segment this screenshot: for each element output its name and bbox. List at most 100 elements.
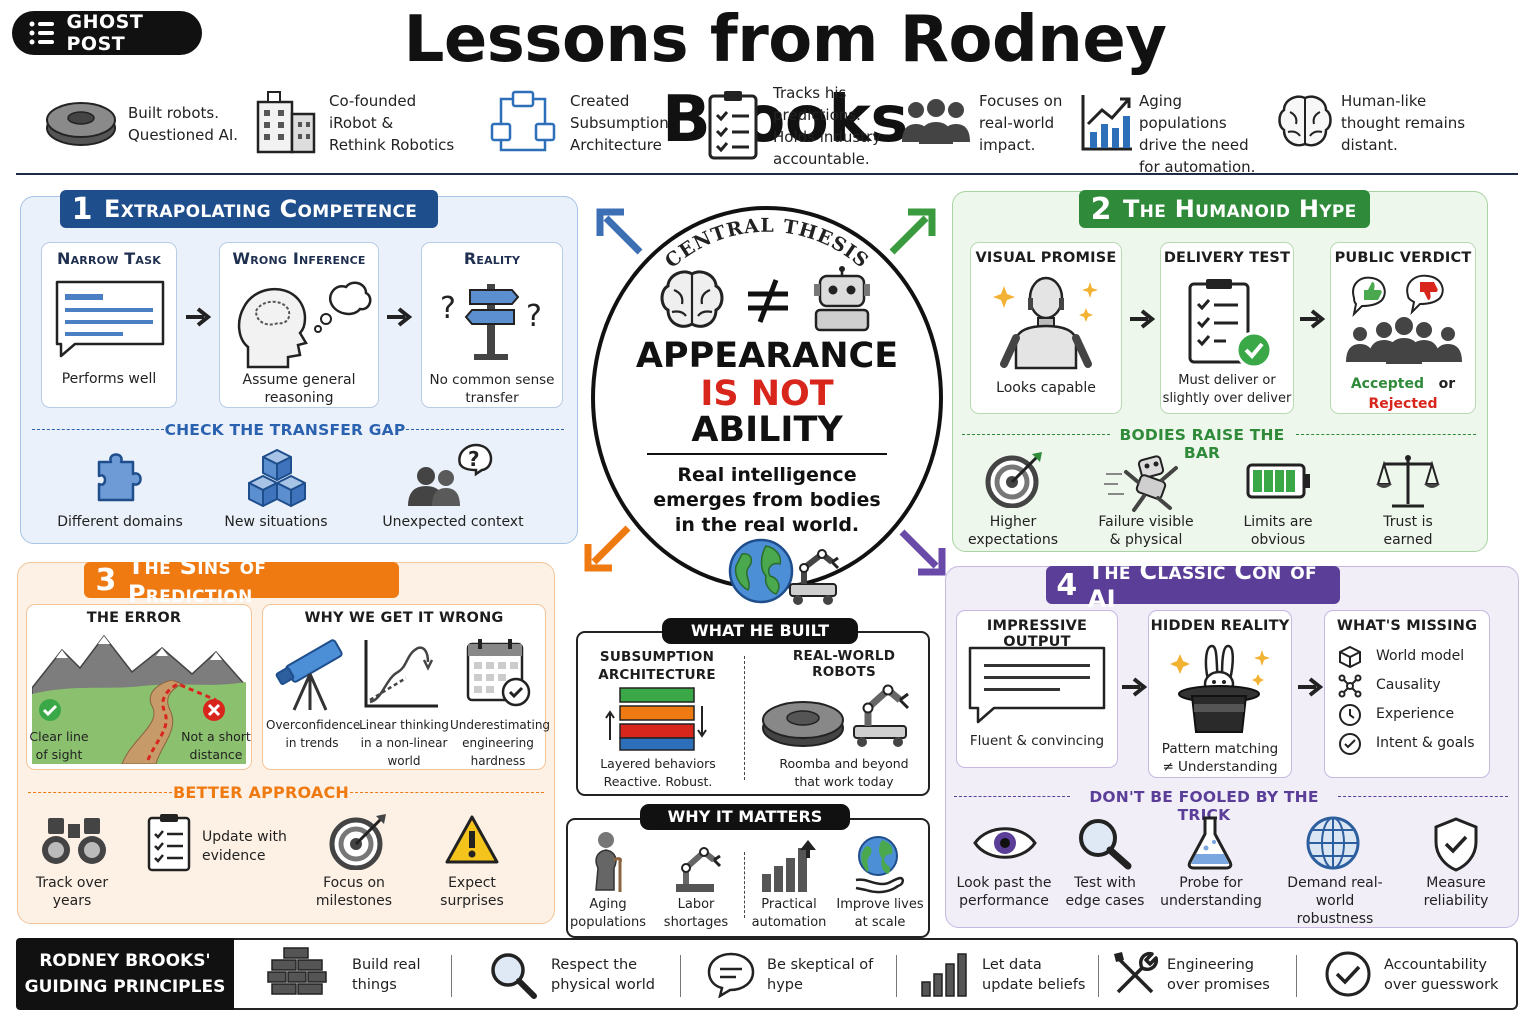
brain-icon bbox=[1278, 95, 1332, 147]
section-3-tag: 3 The Sins of Prediction bbox=[84, 552, 399, 608]
or-label: or bbox=[1438, 376, 1456, 392]
crowd-feedback-icon bbox=[1346, 274, 1462, 364]
fact-1: Built robots. Questioned AI. bbox=[128, 104, 239, 144]
cubes-icon bbox=[248, 449, 306, 507]
section-1-tag: 1 Extrapolating Competence bbox=[60, 190, 438, 228]
reality-head: Reality bbox=[463, 249, 521, 268]
s4-item-3: Probe for understanding bbox=[1160, 875, 1262, 909]
confused-people-icon: ? bbox=[408, 443, 493, 506]
header-rule bbox=[16, 173, 1518, 175]
s1-divider-left bbox=[32, 429, 164, 430]
roomba-icon bbox=[762, 701, 844, 747]
principle-separator bbox=[1098, 955, 1099, 997]
principle-separator bbox=[451, 955, 452, 997]
subsumption-caption: Layered behaviors Reactive. Robust. bbox=[600, 756, 716, 789]
s3-divider-label: BETTER APPROACH bbox=[173, 783, 349, 802]
bar-chart-up-icon bbox=[762, 840, 816, 892]
flask-icon bbox=[1187, 816, 1233, 870]
target-icon bbox=[329, 814, 386, 870]
s4-divider-label: DON'T BE FOOLED BY THE TRICK bbox=[1089, 788, 1319, 824]
robot-arm-icon bbox=[789, 549, 840, 605]
architecture-icon bbox=[490, 90, 556, 152]
rejected-label: Rejected bbox=[1368, 396, 1438, 412]
matters-item-1: Aging populations bbox=[570, 897, 646, 930]
central-thesis-circle bbox=[591, 206, 943, 590]
error-right-caption: Not a short distance bbox=[181, 729, 251, 762]
elderly-icon bbox=[595, 832, 622, 892]
people-icon bbox=[902, 99, 970, 144]
built-divider bbox=[744, 656, 745, 780]
s4-item-4: Demand real-world robustness bbox=[1287, 875, 1383, 927]
check-circle-icon bbox=[1339, 733, 1361, 755]
brand-badge[interactable]: GHOST POST bbox=[12, 11, 202, 55]
narrow-task-head: Narrow Task bbox=[57, 249, 161, 268]
clipboard-list-icon bbox=[147, 814, 191, 872]
reality-caption: No common sense transfer bbox=[429, 372, 555, 406]
s3-item-4: Expect surprises bbox=[440, 875, 504, 909]
magic-hat-icon bbox=[1170, 644, 1270, 733]
puzzle-icon bbox=[97, 453, 142, 502]
section-2-tag: 2 The Humanoid Hype bbox=[1079, 190, 1370, 228]
arc-label: CENTRAL THESIS bbox=[661, 215, 872, 273]
real-world-robots-head: REAL-WORLD ROBOTS bbox=[792, 648, 896, 680]
delivery-test-head: DELIVERY TEST bbox=[1163, 250, 1291, 266]
arrow-right-icon bbox=[1298, 677, 1324, 697]
page-title: Lessons from Rodney Brooks bbox=[403, 3, 1167, 157]
verdict-caption: Accepted or Rejected bbox=[1330, 374, 1476, 414]
principle-separator bbox=[1296, 955, 1297, 997]
causality-icon bbox=[1338, 674, 1362, 698]
visual-promise-head: VISUAL PROMISE bbox=[975, 250, 1117, 266]
roomba-icon bbox=[46, 102, 116, 146]
bar-chart-icon bbox=[921, 953, 967, 997]
layers-icon bbox=[605, 687, 707, 751]
subsumption-head: SUBSUMPTION ARCHITECTURE bbox=[598, 649, 716, 683]
matters-item-4: Improve lives at scale bbox=[836, 897, 924, 930]
robot-arm-icon bbox=[853, 684, 910, 747]
s2-item-4: Trust is earned bbox=[1383, 514, 1433, 548]
matters-item-3: Practical automation bbox=[751, 897, 827, 930]
speech-bubble-icon bbox=[55, 280, 165, 358]
s2-divider-right bbox=[1296, 434, 1476, 435]
public-verdict-head: PUBLIC VERDICT bbox=[1334, 250, 1472, 266]
fact-7: Human-like thought remains distant. bbox=[1341, 92, 1466, 154]
arrow-right-icon bbox=[1300, 309, 1326, 329]
s3-item-3: Focus on milestones bbox=[315, 875, 393, 909]
visual-promise-caption: Looks capable bbox=[996, 380, 1096, 396]
checklist-approved-icon bbox=[1188, 279, 1273, 368]
principle-2: Respect the physical world bbox=[551, 957, 655, 993]
arrow-upright-icon bbox=[889, 208, 936, 255]
error-head: THE ERROR bbox=[86, 610, 182, 626]
globe-hand-icon bbox=[855, 836, 904, 894]
missing-item-3: Experience bbox=[1376, 706, 1455, 722]
s2-item-2: Failure visible & physical bbox=[1098, 514, 1194, 548]
arrow-downleft-icon bbox=[584, 525, 631, 572]
matters-item-2: Labor shortages bbox=[663, 897, 729, 930]
section-4-title: The Classic Con of AI bbox=[1087, 557, 1317, 613]
whats-missing-head: WHAT'S MISSING bbox=[1336, 618, 1478, 634]
s1-item-1: Different domains bbox=[57, 514, 183, 530]
thesis-line-2: IS NOT bbox=[700, 374, 834, 414]
missing-item-1: World model bbox=[1376, 648, 1465, 664]
checklist-icon bbox=[708, 91, 758, 160]
narrow-task-caption: Performs well bbox=[61, 371, 157, 387]
arrow-downright-icon bbox=[899, 529, 946, 576]
s4-divider-left bbox=[954, 796, 1070, 797]
s4-item-5: Measure reliability bbox=[1423, 875, 1489, 909]
what-he-built-pill: WHAT HE BUILT bbox=[662, 618, 858, 644]
wrong-inference-caption: Assume general reasoning bbox=[242, 372, 356, 406]
thinking-head-icon bbox=[237, 281, 372, 369]
chat-bubble-icon bbox=[707, 952, 755, 998]
s1-item-2: New situations bbox=[224, 514, 328, 530]
warning-icon bbox=[445, 815, 499, 864]
principle-5: Engineering over promises bbox=[1167, 957, 1270, 993]
whats-missing-card bbox=[1324, 610, 1490, 778]
delivery-test-caption: Must deliver or slightly over deliver bbox=[1162, 373, 1292, 406]
principle-1: Build real things bbox=[352, 957, 421, 993]
s2-item-3: Limits are obvious bbox=[1243, 514, 1313, 548]
robot-arm-icon bbox=[676, 847, 722, 892]
principles-label: RODNEY BROOKS' GUIDING PRINCIPLES bbox=[16, 938, 234, 1010]
section-2-title: The Humanoid Hype bbox=[1123, 195, 1357, 223]
s1-divider-right bbox=[406, 429, 564, 430]
section-2-number: 2 bbox=[1090, 191, 1112, 227]
impressive-output-caption: Fluent & convincing bbox=[969, 733, 1105, 749]
